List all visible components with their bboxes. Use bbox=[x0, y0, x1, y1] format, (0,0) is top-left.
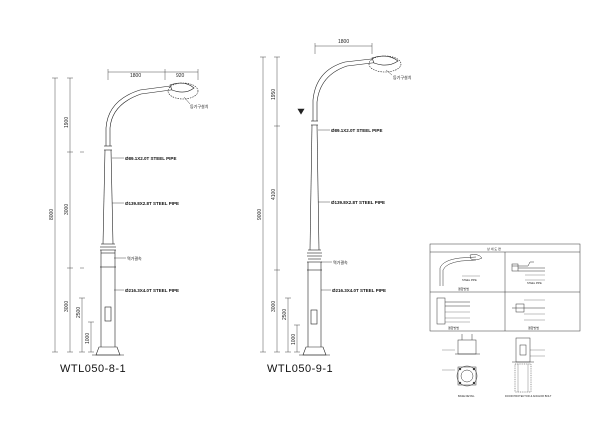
pipe-upper-label-2: Ø89.1X2.0T STEEL PIPE bbox=[331, 128, 382, 133]
dim-arm-length: 1800 bbox=[130, 73, 141, 79]
lamp-install-label: 등기구설치 bbox=[190, 103, 209, 109]
model-name-2: WTL050-9-1 bbox=[267, 363, 333, 375]
dim-base-section: 3000 bbox=[64, 301, 70, 312]
detail-pipe-b: STEEL PIPE bbox=[527, 281, 542, 285]
dim-mid-section-2: 4100 bbox=[271, 189, 277, 200]
lamp-install-label-2: 등기구설치 bbox=[393, 74, 412, 80]
pole-1-text: 1800 920 등기구설치 8000 1900 3000 3000 2500 … bbox=[49, 73, 209, 375]
pipe-upper-label: Ø89.1X2.0T STEEL PIPE bbox=[125, 156, 176, 161]
detail-title: 상 세 도 면 bbox=[487, 246, 501, 251]
door-anchor-caption: DOOR PROTECTOR & ANCHOR BOLT bbox=[505, 394, 552, 398]
dim-total-height: 8000 bbox=[49, 209, 55, 220]
pipe-base-label: Ø216.3X4.0T STEEL PIPE bbox=[125, 288, 179, 293]
dim-door-top: 2500 bbox=[76, 307, 82, 318]
pole-2-text: 1800 등기구설치 9000 1950 4100 3000 2500 1000… bbox=[257, 39, 412, 375]
pipe-base-label-2: Ø216.3X4.0T STEEL PIPE bbox=[332, 288, 386, 293]
pipe-mid-label: Ø139.8X2.8T STEEL PIPE bbox=[125, 201, 179, 206]
pole-drawing-wtl050-8-1 bbox=[52, 69, 199, 356]
base-detail-caption: BASE DETAIL bbox=[458, 394, 475, 398]
detail-panel bbox=[429, 243, 581, 393]
detail-panel-text: 상 세 도 면 STEEL PIPE STEEL PIPE 결합방법 결합방법 … bbox=[448, 246, 552, 398]
detail-pipe-a: STEEL PIPE bbox=[462, 278, 477, 282]
cover-label-2: 역가결속 bbox=[333, 259, 348, 265]
dim-upper-section: 1900 bbox=[64, 117, 70, 128]
model-name-1: WTL050-8-1 bbox=[60, 363, 126, 375]
dim-door-2: 1000 bbox=[291, 334, 297, 345]
dim-lamp-length: 920 bbox=[176, 73, 185, 79]
cover-label: 역가결속 bbox=[127, 255, 142, 261]
detail-label-a: 결합방법 bbox=[458, 286, 469, 291]
dim-total-height-2: 9000 bbox=[257, 209, 263, 220]
pole-drawing-wtl050-9-1 bbox=[260, 43, 402, 356]
dim-door-top-2: 2500 bbox=[282, 309, 288, 320]
dim-mid-section: 3000 bbox=[64, 204, 70, 215]
dim-door: 1000 bbox=[85, 333, 91, 344]
detail-label-c: 결합방법 bbox=[528, 325, 539, 330]
pipe-mid-label-2: Ø139.8X2.8T STEEL PIPE bbox=[331, 200, 385, 205]
dim-base-section-2: 3000 bbox=[271, 301, 277, 312]
detail-label-b: 결합방법 bbox=[448, 325, 459, 330]
dim-arm-length-2: 1800 bbox=[338, 39, 349, 45]
dim-upper-section-2: 1950 bbox=[271, 89, 277, 100]
